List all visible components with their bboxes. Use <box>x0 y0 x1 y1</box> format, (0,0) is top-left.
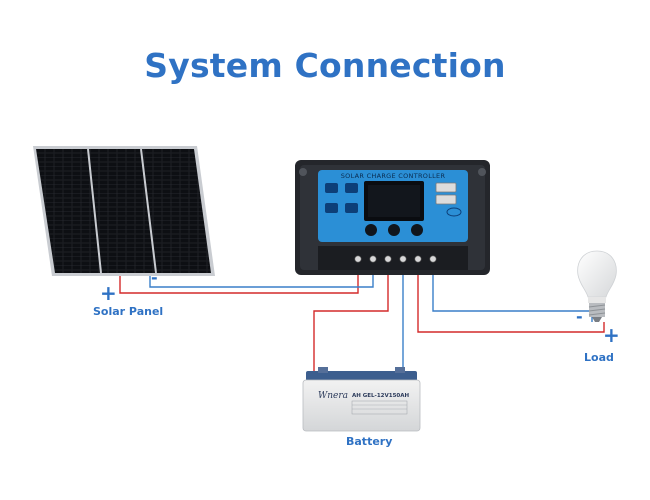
status-icons <box>325 183 358 213</box>
positive-wires <box>119 264 605 380</box>
load-label: Load <box>584 351 614 364</box>
battery-label: Battery <box>346 435 393 448</box>
panel-plus-sign: + <box>100 281 117 305</box>
button-down <box>411 224 423 236</box>
controller-header: SOLAR CHARGE CONTROLLER <box>341 172 446 180</box>
battery-model: AH GEL-12V150AH <box>352 393 409 399</box>
usb-port-1 <box>435 182 457 193</box>
load-plus-sign: + <box>603 323 620 347</box>
usb-icon <box>446 207 462 217</box>
button-select <box>388 224 400 236</box>
load-positive-wire <box>417 264 605 333</box>
negative-wires <box>149 264 593 378</box>
usb-port-2 <box>435 194 457 205</box>
panel-minus-sign: - <box>151 268 158 287</box>
panel-positive-wire <box>119 264 359 294</box>
charge-controller: SOLAR CHARGE CONTROLLER <box>295 160 490 275</box>
button-menu <box>365 224 377 236</box>
battery-positive-wire <box>313 264 389 380</box>
panel-negative-wire <box>149 264 374 288</box>
solar-panel-label: Solar Panel <box>93 305 164 318</box>
battery-brand: Wnera <box>318 391 348 401</box>
solar-panel <box>33 146 215 276</box>
light-bulb <box>577 250 617 322</box>
page-title: System Connection <box>144 46 506 85</box>
battery: Wnera AH GEL-12V150AH <box>302 367 421 432</box>
terminal-screws <box>354 255 437 263</box>
load-minus-sign: - <box>576 307 583 326</box>
